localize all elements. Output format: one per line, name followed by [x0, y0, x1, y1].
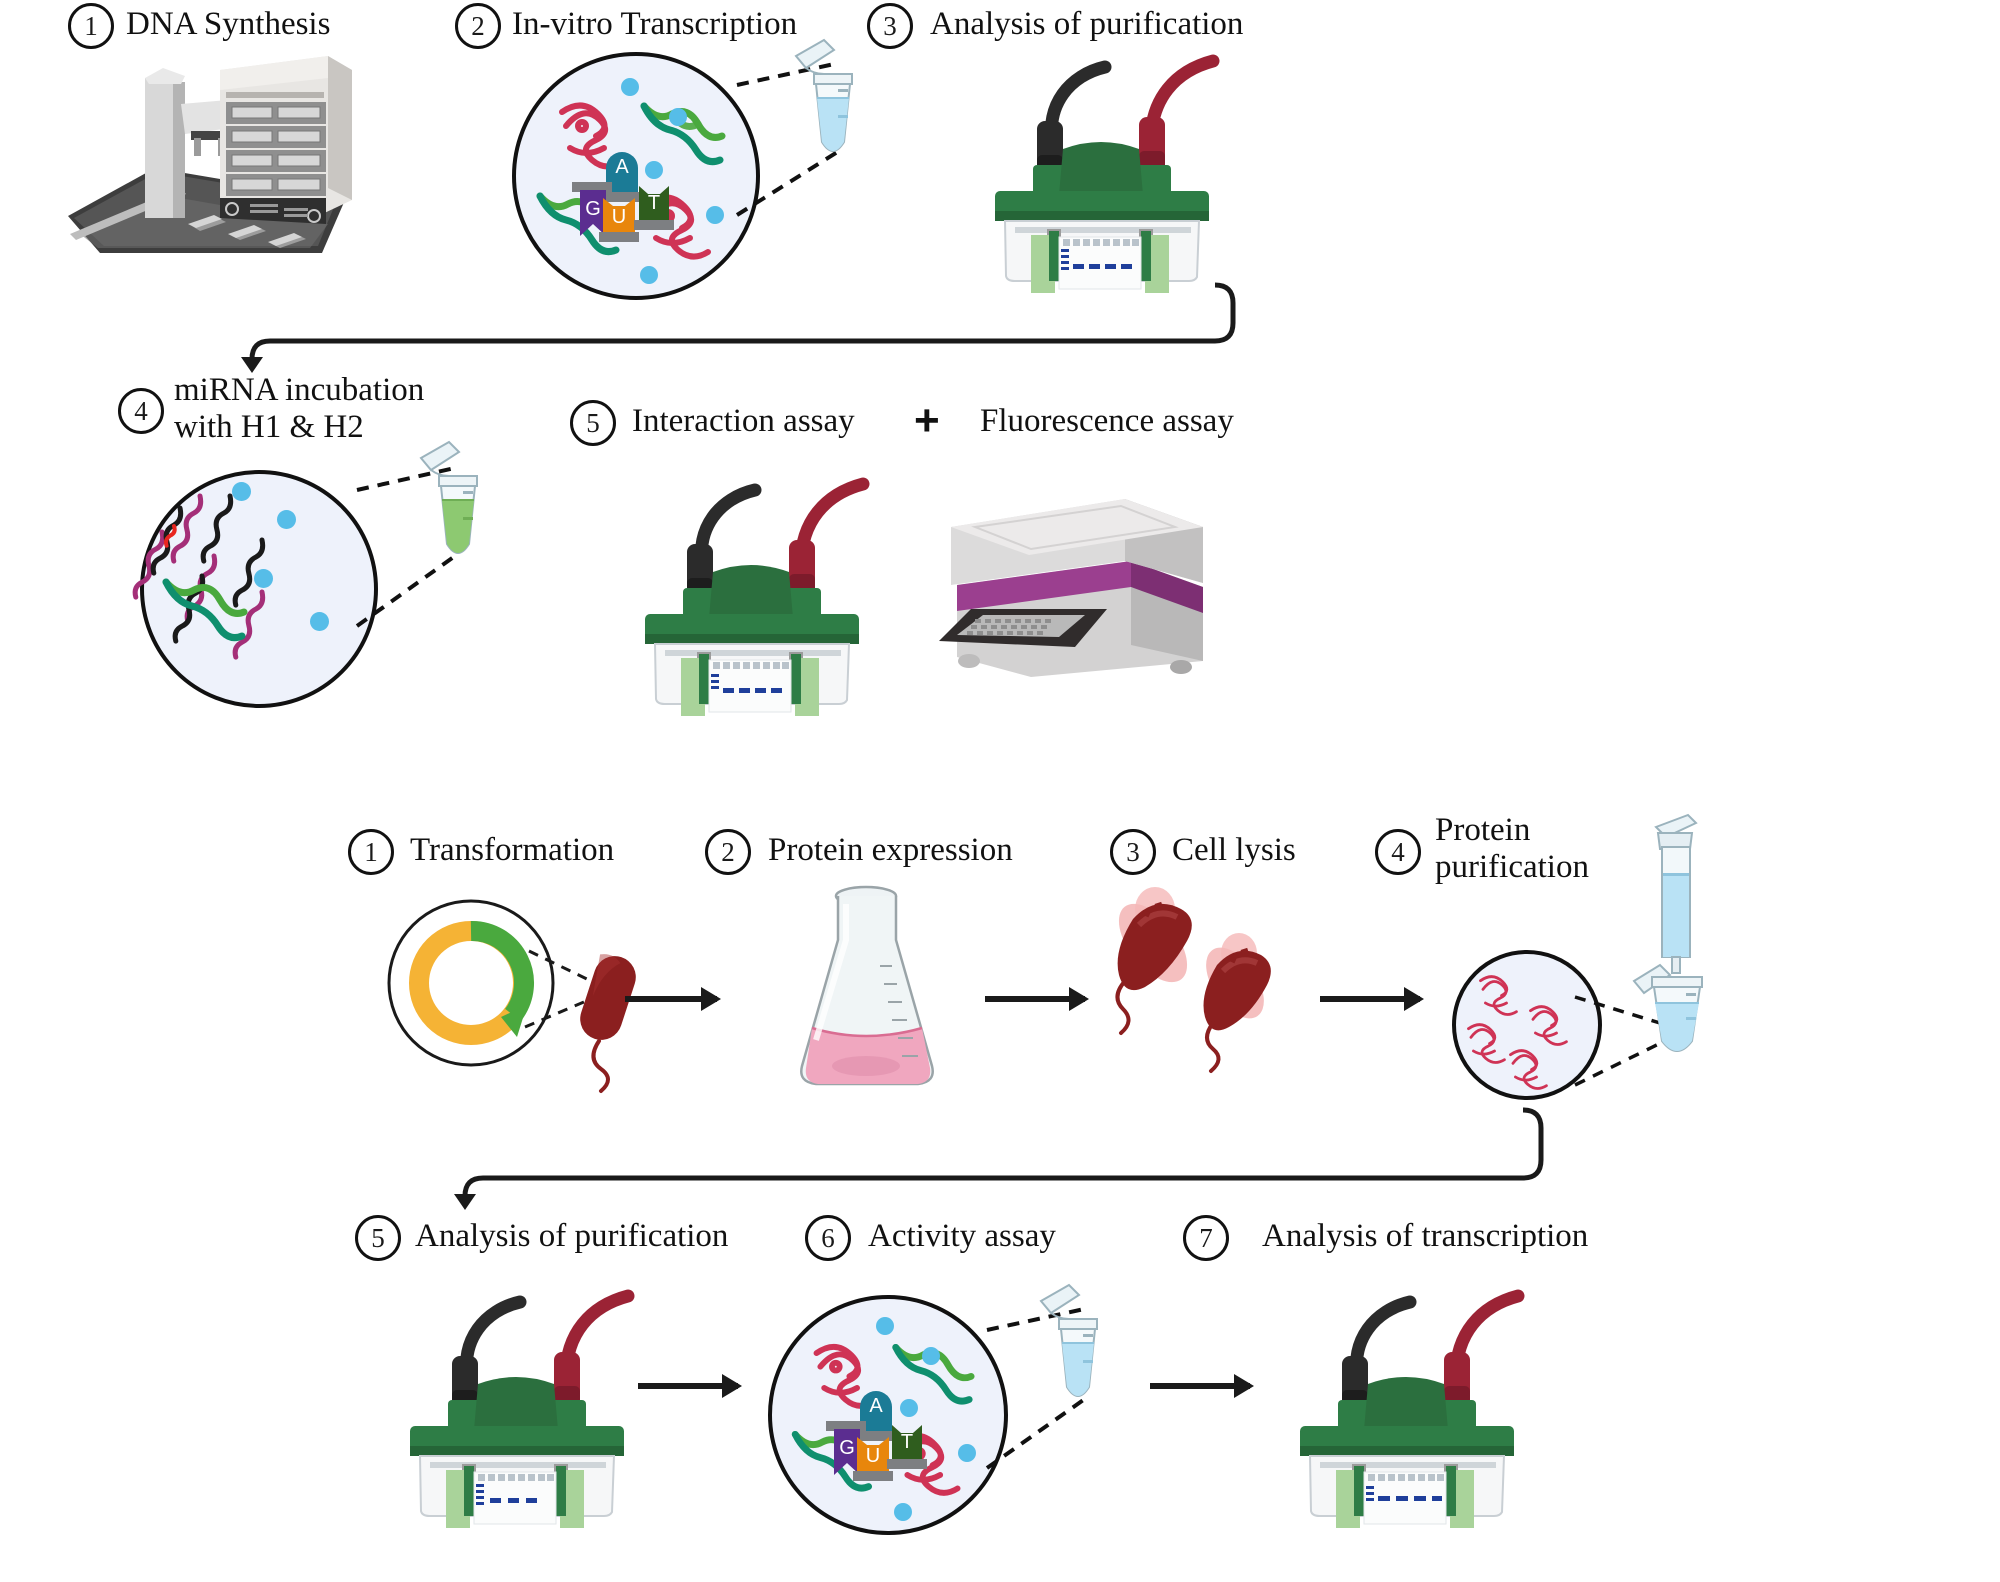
flow-arrow: [1320, 987, 1424, 1011]
flow-connector-row1-row2: [241, 282, 1236, 373]
gel-electrophoresis-icon: [625, 468, 875, 716]
step-label-dna-synthesis: DNA Synthesis: [126, 6, 331, 42]
blue-dot: [706, 206, 724, 224]
lysing-bacteria-icon: [1085, 885, 1325, 1075]
step-label-analysis-of-purification-2: Analysis of purification: [415, 1218, 729, 1254]
gel-electrophoresis-icon: [1280, 1280, 1530, 1528]
step-badge-1-1: 1: [68, 3, 114, 49]
step-label-protein-expression: Protein expression: [768, 832, 1013, 868]
gel-electrophoresis-icon: [390, 1280, 640, 1528]
mirna-circle-icon: [132, 470, 378, 708]
step-badge-2-2: 2: [705, 829, 751, 875]
eppendorf-tube-green-icon: [405, 440, 495, 575]
step-label-transformation: Transformation: [410, 832, 615, 868]
spin-column-icon: [1630, 805, 1740, 1065]
flow-arrow: [985, 987, 1089, 1011]
nucleotide-chip-A: A: [602, 148, 642, 204]
blue-dot: [900, 1399, 918, 1417]
blue-dot: [254, 569, 273, 588]
blue-dot: [645, 161, 663, 179]
step-badge-1-5: 5: [570, 400, 616, 446]
eppendorf-tube-blue-icon: [780, 38, 870, 173]
transcription-circle-icon: A G U T: [768, 1295, 1008, 1535]
step-badge-1-3: 3: [867, 3, 913, 49]
blue-dot: [958, 1444, 976, 1462]
step-badge-2-6: 6: [805, 1215, 851, 1261]
nucleotide-chip-U: U: [599, 188, 639, 246]
gel-electrophoresis-icon: [975, 45, 1225, 293]
step-badge-2-3: 3: [1110, 829, 1156, 875]
blue-dot: [310, 612, 329, 631]
dna-synthesizer-icon: [60, 48, 360, 263]
nucleotide-chip-T: T: [887, 1419, 927, 1477]
step-badge-1-2: 2: [455, 3, 501, 49]
nucleotide-chip-G: G: [572, 182, 612, 240]
step-badge-2-7: 7: [1183, 1215, 1229, 1261]
step-badge-1-4: 4: [118, 388, 164, 434]
step-label-analysis-of-purification-1: Analysis of purification: [930, 6, 1244, 42]
flow-connector-row3-row4: [454, 1107, 1544, 1210]
callout-lines-mirna: [355, 466, 457, 628]
step-label-interaction-assay: Interaction assay: [632, 403, 855, 439]
blue-dot: [621, 78, 639, 96]
transcription-circle-icon: A G U T: [512, 52, 760, 300]
blue-dot: [640, 266, 658, 284]
nucleotide-chip-T: T: [634, 180, 674, 238]
nucleotide-chip-G: G: [826, 1421, 866, 1479]
blue-dot: [232, 482, 251, 501]
step-label-protein-purification: Protein purification: [1435, 812, 1589, 885]
plus-operator: +: [914, 396, 940, 445]
nucleotide-chip-A: A: [856, 1387, 896, 1443]
step-label-analysis-of-transcription: Analysis of transcription: [1262, 1218, 1589, 1254]
step-label-mirna-incubation: miRNA incubation with H1 & H2: [174, 372, 425, 445]
step-badge-2-5: 5: [355, 1215, 401, 1261]
nucleotide-chip-U: U: [853, 1427, 893, 1485]
blue-dot: [922, 1347, 940, 1365]
step-label-cell-lysis: Cell lysis: [1172, 832, 1296, 868]
eppendorf-tube-blue-icon: [1025, 1283, 1115, 1418]
callout-lines-activity-assay: [985, 1306, 1091, 1470]
blue-dot: [894, 1503, 912, 1521]
plasmid-bacterium-icon: [383, 895, 683, 1093]
blue-dot: [669, 108, 687, 126]
protein-purification-circle-icon: [1452, 950, 1602, 1100]
callout-lines-transcription: [735, 61, 841, 217]
step-badge-2-1: 1: [348, 829, 394, 875]
step-label-in-vitro-transcription: In-vitro Transcription: [512, 6, 798, 42]
step-badge-2-4: 4: [1375, 829, 1421, 875]
step-label-activity-assay: Activity assay: [868, 1218, 1056, 1254]
label-fluorescence-assay: Fluorescence assay: [980, 403, 1234, 439]
callout-lines-protein-purification: [1574, 995, 1674, 1087]
flow-arrow: [1150, 1374, 1254, 1398]
blue-dot: [277, 510, 296, 529]
flow-arrow: [638, 1374, 742, 1398]
flow-arrow: [625, 987, 721, 1011]
erlenmeyer-flask-icon: [780, 880, 960, 1095]
plate-reader-icon: [935, 465, 1225, 690]
blue-dot: [876, 1317, 894, 1335]
